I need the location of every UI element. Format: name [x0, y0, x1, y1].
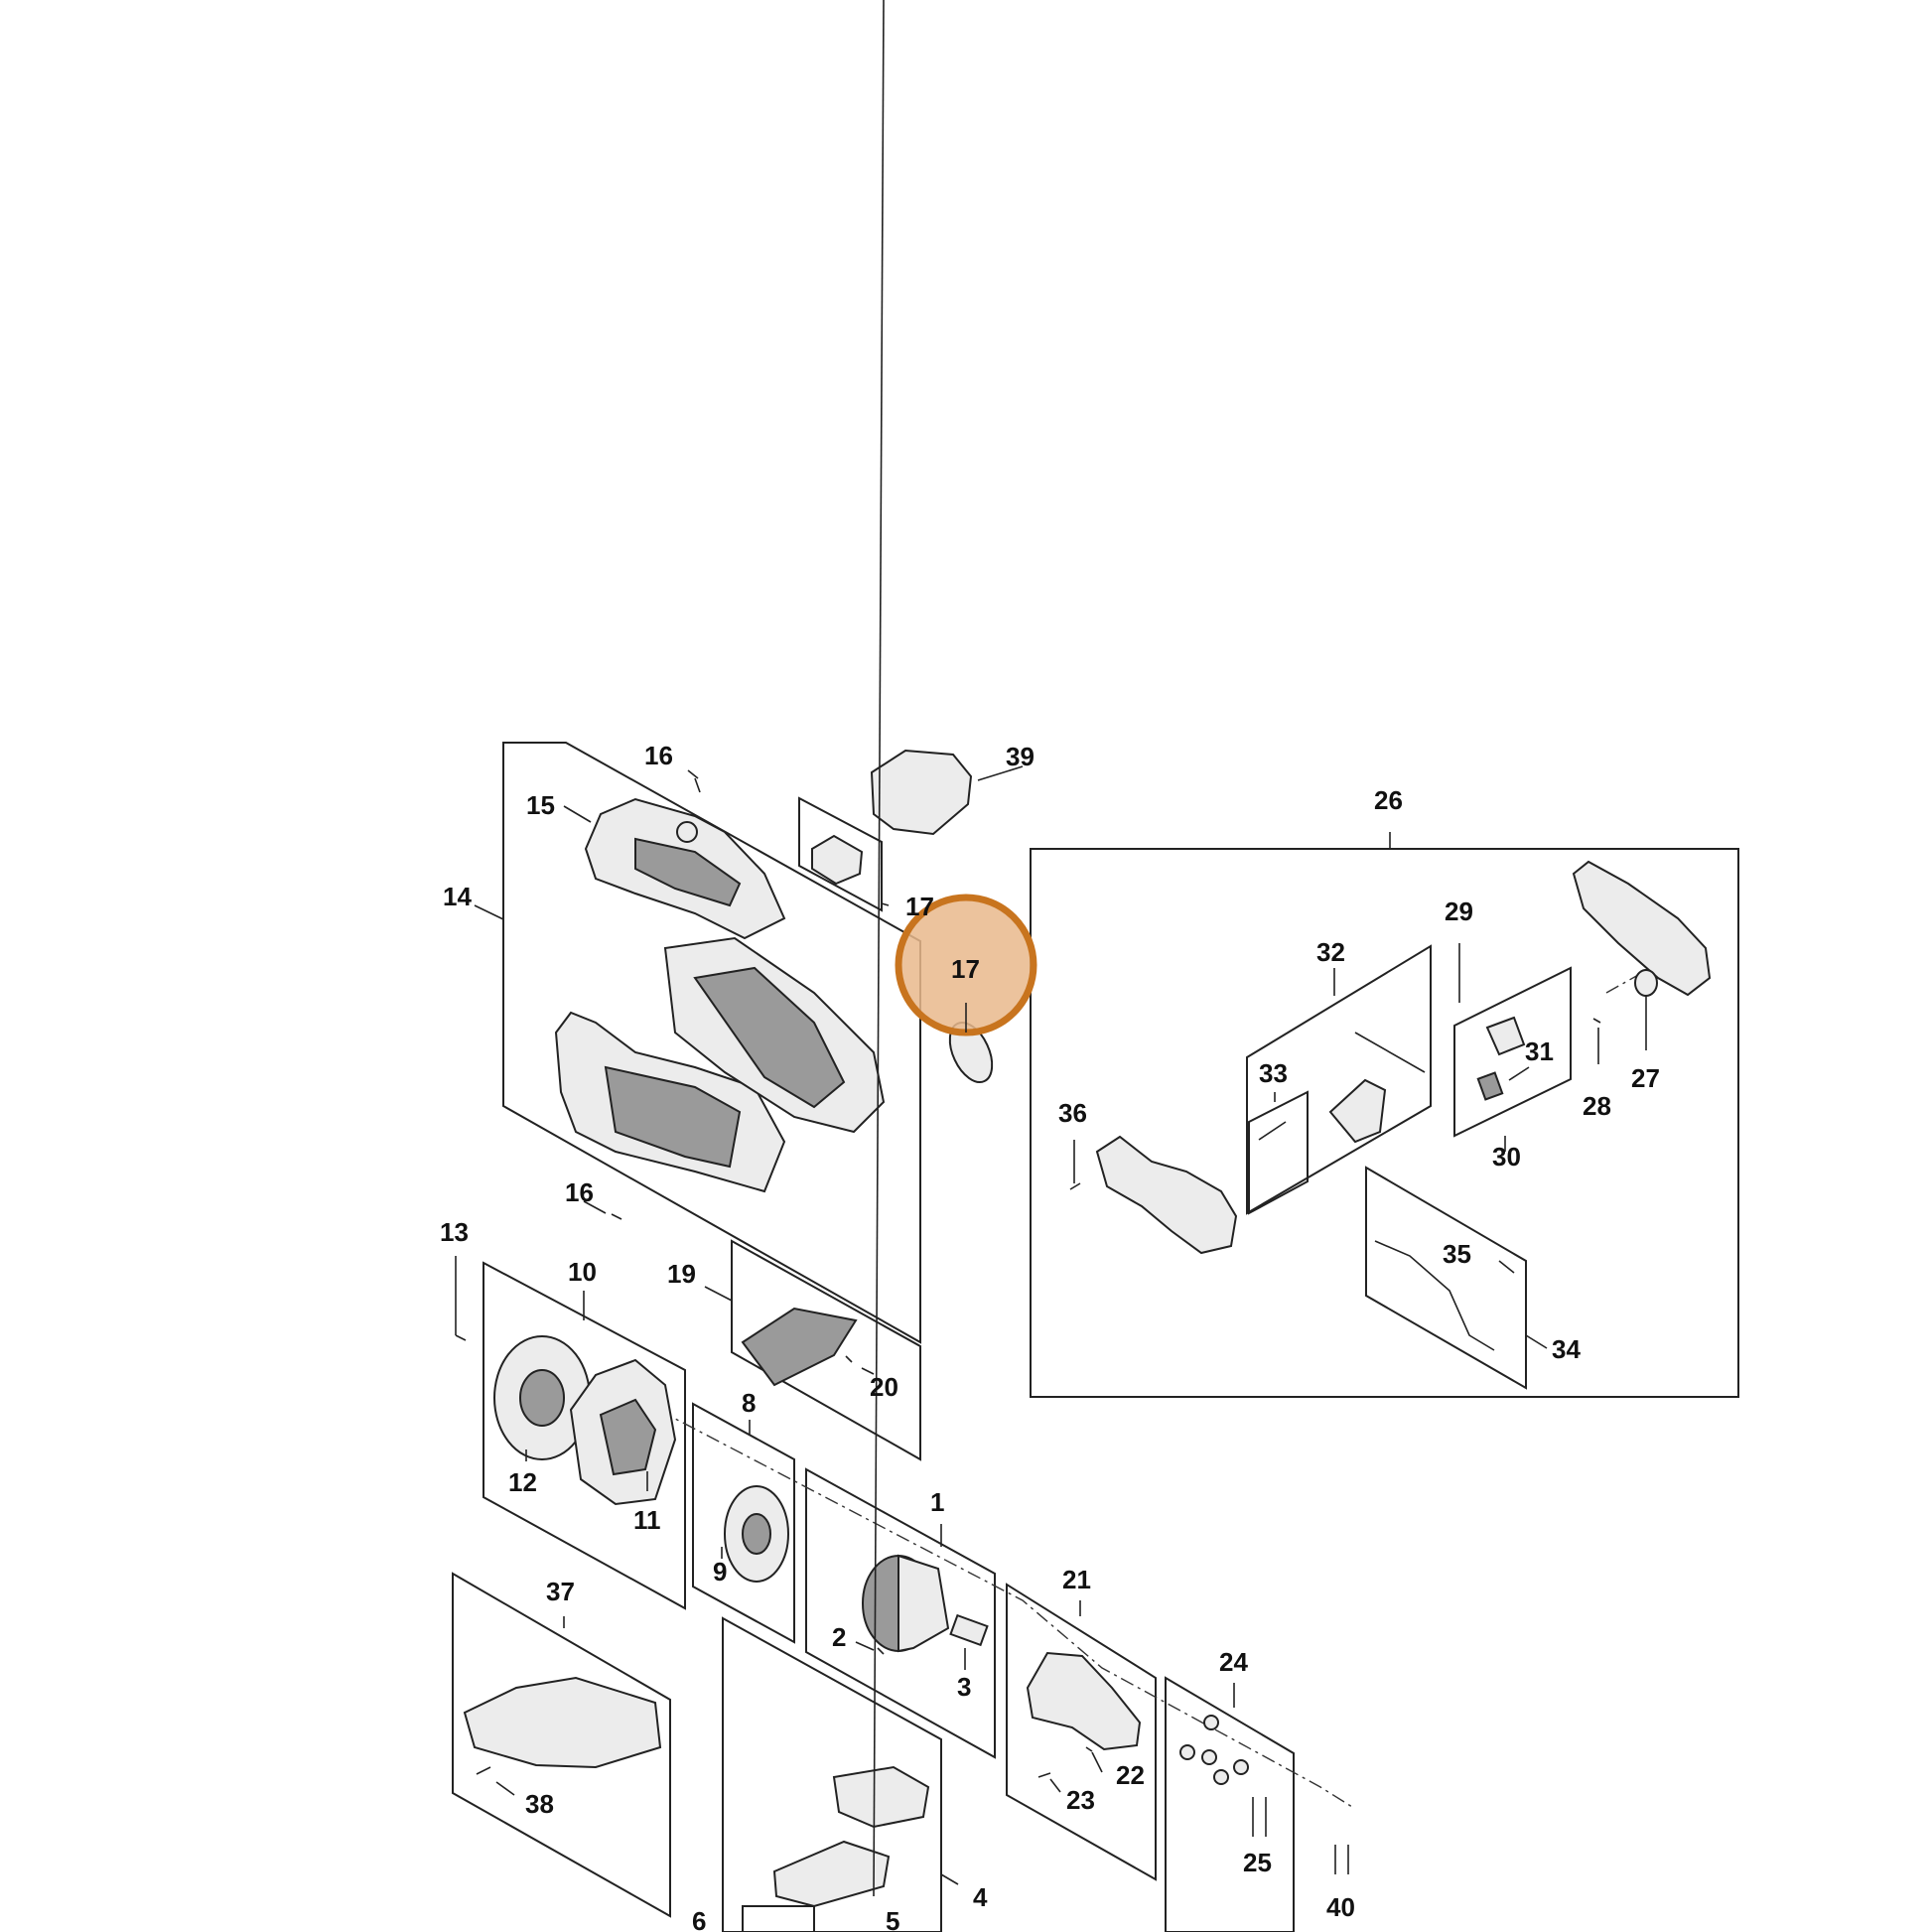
callout-6: 6: [692, 1906, 706, 1932]
axis-line-main: [634, 1397, 1353, 1808]
callout-26: 26: [1374, 785, 1403, 815]
callout-9: 9: [713, 1557, 727, 1587]
screw-icon: [694, 777, 701, 793]
frame-18: [798, 796, 883, 912]
filter-icon: [741, 1307, 858, 1387]
callout-28: 28: [1583, 1091, 1611, 1121]
screw-icon: [1085, 1746, 1093, 1752]
callout-19: 19: [667, 1259, 696, 1289]
trigger-icon: [1328, 1078, 1387, 1144]
leader-lines: [455, 0, 1647, 1897]
callout-11: 11: [633, 1505, 661, 1535]
pin-icon: [1258, 1121, 1287, 1141]
callout-16b: 16: [565, 1177, 594, 1207]
screws: [455, 777, 1601, 1778]
wiring-harness-icon: [1374, 1240, 1495, 1351]
callout-labels: 1 2 3 4 5 6 8 9 10 11 12 13 14 15 16 16 …: [440, 741, 1660, 1932]
callout-20: 20: [870, 1372, 898, 1402]
callout-17: 17: [951, 954, 980, 984]
handle-icon: [1572, 860, 1712, 997]
callout-34: 34: [1552, 1334, 1581, 1364]
switch-icon: [1476, 1071, 1504, 1101]
plate-icon: [811, 834, 864, 886]
fan-icon: [724, 1485, 789, 1583]
callout-4: 4: [973, 1882, 988, 1912]
callout-13: 13: [440, 1217, 469, 1247]
hardware-set-icon: [1179, 1715, 1249, 1785]
screw-icon: [1069, 1182, 1081, 1190]
frame-34: [1365, 1166, 1527, 1390]
frame-14: [502, 742, 921, 1344]
callout-40: 40: [1326, 1892, 1355, 1922]
callout-25: 25: [1243, 1848, 1272, 1877]
housing-icon: [554, 936, 886, 1193]
callout-1: 1: [930, 1487, 944, 1517]
assembly-frames: [452, 742, 1739, 1932]
frame-21: [1006, 1583, 1157, 1881]
screw-icon: [1592, 1018, 1601, 1024]
frame-32: [1246, 944, 1432, 1215]
callout-38: 38: [525, 1789, 554, 1819]
motor-icon: [862, 1554, 989, 1653]
frame-37: [452, 1572, 671, 1918]
callout-23: 23: [1066, 1785, 1095, 1815]
screw-icon: [877, 1647, 885, 1655]
frame-30: [1453, 966, 1572, 1138]
callout-8: 8: [742, 1388, 756, 1418]
callout-39: 39: [1006, 742, 1035, 771]
screw-icon: [455, 1334, 467, 1341]
spring-icon: [1354, 1032, 1426, 1073]
base-housing-icon: [463, 1676, 662, 1769]
frame-26: [1030, 848, 1739, 1398]
frame-8: [692, 1402, 795, 1644]
callout-27: 27: [1631, 1063, 1660, 1093]
switch-cover-icon: [1485, 1016, 1526, 1056]
frame-19: [731, 1239, 921, 1461]
frame-6: [742, 1905, 815, 1932]
frame-4: [722, 1616, 942, 1932]
frame-24: [1165, 1676, 1295, 1932]
callout-14: 14: [443, 882, 472, 911]
callout-32: 32: [1316, 937, 1345, 967]
callout-2: 2: [832, 1622, 846, 1652]
callout-31: 31: [1525, 1036, 1554, 1066]
frame-1: [805, 1467, 996, 1759]
frame-33: [1248, 1090, 1309, 1215]
callout-22: 22: [1116, 1760, 1145, 1790]
callout-35: 35: [1443, 1239, 1471, 1269]
callout-5: 5: [886, 1906, 899, 1932]
part-drawings: [463, 749, 1712, 1908]
callout-3: 3: [957, 1672, 971, 1702]
callout-12: 12: [508, 1467, 537, 1497]
screw-icon: [1037, 1772, 1051, 1778]
circuit-icon: [832, 1765, 930, 1829]
callout-37: 37: [546, 1577, 575, 1606]
holder-icon: [772, 1840, 891, 1908]
gear-housing-icon: [1026, 1651, 1142, 1751]
battery-cover-icon: [870, 749, 973, 836]
knob-icon: [1634, 969, 1658, 997]
fan-housing-icon: [493, 1335, 677, 1506]
frame-10: [483, 1261, 686, 1610]
callout-10: 10: [568, 1257, 597, 1287]
callout-30: 30: [1492, 1142, 1521, 1172]
callout-16a: 16: [644, 741, 673, 770]
housing-icon: [584, 797, 786, 940]
screw-icon: [611, 1213, 622, 1220]
callout-21: 21: [1062, 1565, 1091, 1594]
callout-24: 24: [1219, 1647, 1248, 1677]
callout-29: 29: [1445, 897, 1473, 926]
callout-33: 33: [1259, 1058, 1288, 1088]
callout-18: 17: [905, 892, 934, 921]
callout-36: 36: [1058, 1098, 1087, 1128]
screw-icon: [476, 1766, 491, 1775]
screw-icon: [845, 1355, 853, 1363]
callout-15: 15: [526, 790, 555, 820]
handle-icon: [1095, 1135, 1238, 1255]
